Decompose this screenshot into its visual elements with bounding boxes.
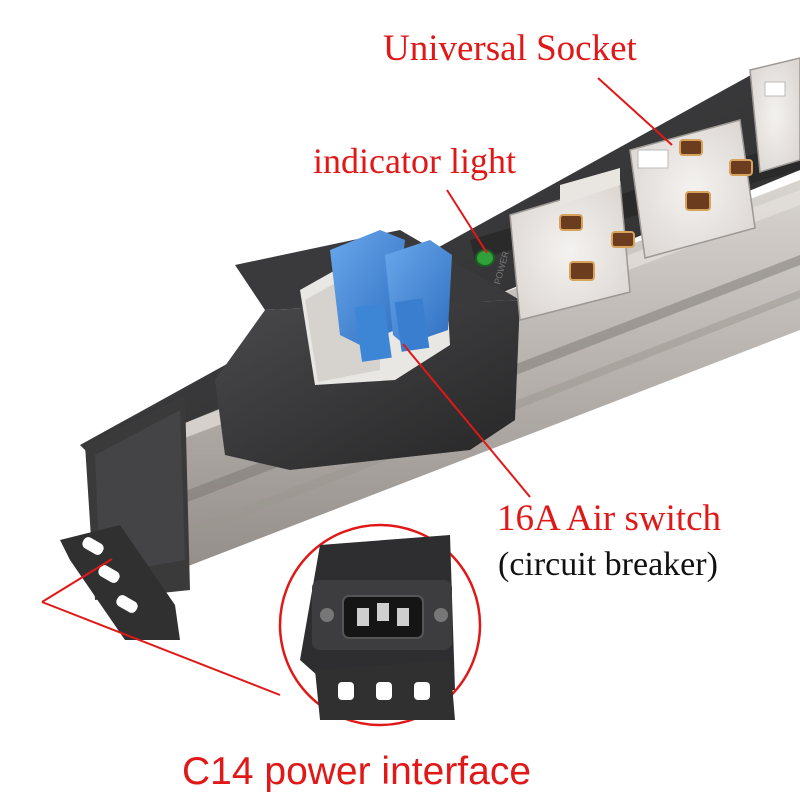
leader-indicator — [446, 189, 488, 254]
label-c14-power-interface: C14 power interface — [182, 750, 532, 793]
mounting-bracket — [60, 525, 180, 640]
leader-lines — [41, 77, 673, 696]
label-indicator-light: indicator light — [313, 141, 516, 181]
c14-inset — [278, 523, 482, 727]
indicator-light — [475, 249, 495, 267]
label-universal-socket: Universal Socket — [383, 28, 637, 69]
leader-c14-a — [41, 558, 113, 603]
leader-switch — [402, 343, 531, 498]
socket-3 — [749, 57, 800, 173]
socket-2 — [629, 119, 756, 259]
label-air-switch: 16A Air switch — [497, 498, 722, 539]
socket-1 — [509, 168, 635, 321]
leader-socket — [597, 77, 673, 146]
leader-c14-b — [41, 601, 281, 696]
label-circuit-breaker: (circuit breaker) — [498, 546, 718, 583]
